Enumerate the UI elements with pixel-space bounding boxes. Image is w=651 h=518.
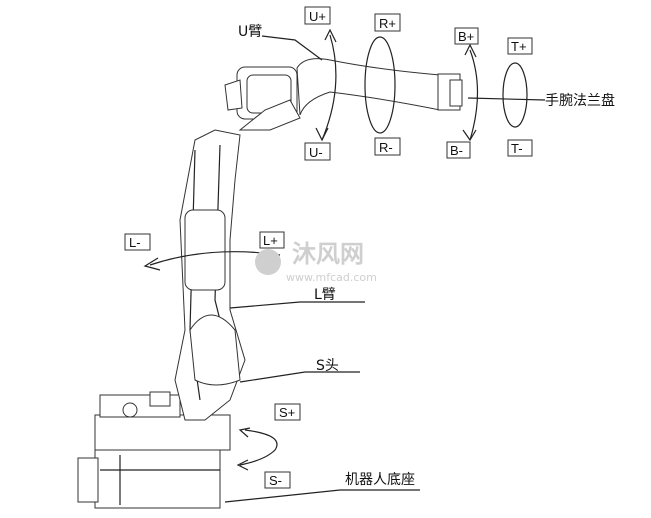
robot-base-drawing bbox=[77, 391, 231, 509]
svg-text:沐风网: 沐风网 bbox=[292, 240, 364, 268]
watermark-logo-icon bbox=[255, 249, 281, 275]
axis-box-t-minus: T- bbox=[507, 139, 533, 157]
axis-box-s-plus: S+ bbox=[274, 403, 301, 421]
axis-box-b-plus: B+ bbox=[454, 27, 479, 45]
b-rotation-arrow bbox=[469, 49, 479, 141]
svg-text:T-: T- bbox=[511, 141, 523, 156]
axis-box-l-plus: L+ bbox=[259, 231, 285, 249]
svg-text:L-: L- bbox=[129, 235, 141, 250]
axis-box-r-minus: R- bbox=[374, 137, 401, 156]
wrist-flange-label: 手腕法兰盘 bbox=[545, 92, 615, 109]
l-arm-label: L臂 bbox=[314, 287, 336, 303]
svg-text:B-: B- bbox=[450, 143, 463, 158]
leader-lines bbox=[224, 35, 546, 503]
svg-text:B+: B+ bbox=[458, 29, 474, 44]
svg-text:www.mfcad.com: www.mfcad.com bbox=[286, 271, 377, 284]
watermark: 沐风网 www.mfcad.com bbox=[255, 240, 377, 284]
u-rotation-arrow bbox=[321, 34, 337, 141]
r-rotation-arrow bbox=[364, 36, 396, 134]
axis-box-b-minus: B- bbox=[446, 141, 471, 159]
s-rotation-arrow bbox=[239, 429, 278, 466]
svg-text:R-: R- bbox=[379, 140, 393, 155]
svg-text:S+: S+ bbox=[279, 405, 295, 420]
s-head-label: S头 bbox=[316, 358, 339, 374]
svg-text:L+: L+ bbox=[263, 233, 278, 248]
l-arm-drawing bbox=[174, 129, 246, 421]
svg-text:U-: U- bbox=[309, 145, 323, 160]
axis-box-t-plus: T+ bbox=[507, 37, 533, 55]
axis-box-u-minus: U- bbox=[304, 142, 331, 161]
t-rotation-arrow bbox=[502, 62, 528, 128]
u-arm-drawing bbox=[224, 58, 463, 131]
svg-text:U+: U+ bbox=[309, 9, 326, 24]
axis-box-s-minus: S- bbox=[264, 471, 291, 489]
robot-base-label: 机器人底座 bbox=[345, 472, 415, 488]
axis-box-u-plus: U+ bbox=[304, 6, 331, 25]
svg-text:T+: T+ bbox=[511, 39, 527, 54]
svg-text:R+: R+ bbox=[379, 16, 396, 31]
svg-text:S-: S- bbox=[269, 473, 282, 488]
axis-box-l-minus: L- bbox=[124, 233, 151, 251]
axis-box-r-plus: R+ bbox=[374, 13, 401, 32]
u-arm-label: U臂 bbox=[238, 24, 262, 40]
